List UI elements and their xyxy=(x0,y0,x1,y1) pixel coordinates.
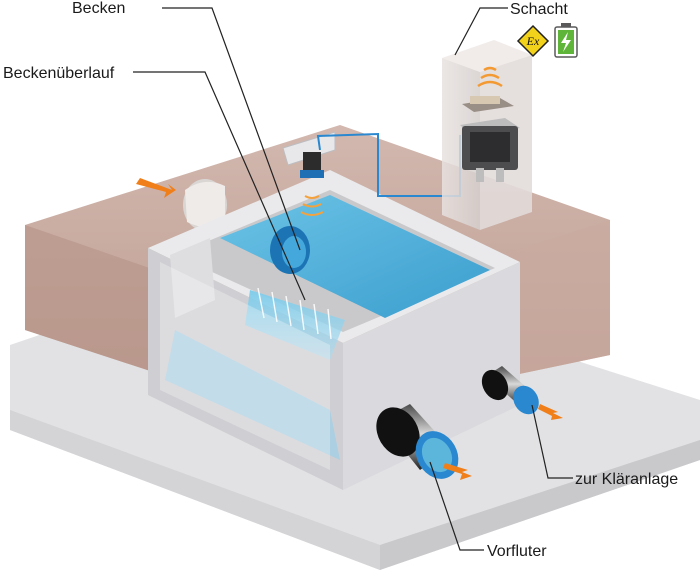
basin-glass-front xyxy=(160,262,330,470)
label-zur-klaeranlage: zur Kläranlage xyxy=(575,471,678,488)
flow-arrow-icon xyxy=(136,178,563,480)
svg-text:Ex: Ex xyxy=(526,34,540,48)
label-schacht: Schacht xyxy=(510,1,568,18)
label-leader-lines xyxy=(133,7,573,551)
label-vorfluter: Vorfluter xyxy=(487,543,547,560)
inlet-pipe xyxy=(183,179,227,231)
shaft xyxy=(442,40,532,230)
battery-charging-icon xyxy=(554,23,578,58)
vorfluter-pipe xyxy=(376,404,459,479)
radar-wave-icon xyxy=(300,195,324,216)
ex-atex-icon: Ex xyxy=(516,24,550,58)
radar-sensor xyxy=(282,131,336,216)
label-beckenueberlauf: Beckenüberlauf xyxy=(3,65,115,82)
basin-water xyxy=(165,195,490,460)
label-becken: Becken xyxy=(72,0,125,17)
signal-wave-icon xyxy=(477,66,503,88)
